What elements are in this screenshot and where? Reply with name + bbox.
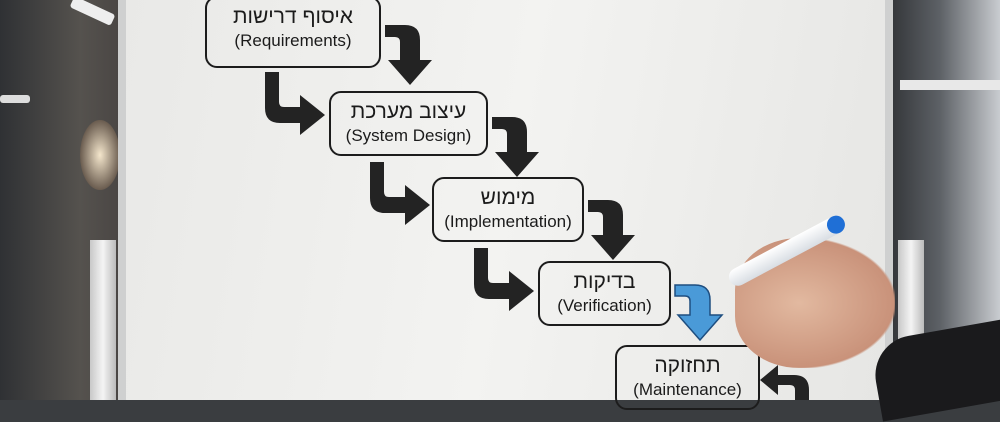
step-hebrew: איסוף דרישות [233, 5, 353, 28]
step-english: (Implementation) [444, 212, 572, 231]
highlight-arrow [674, 284, 724, 342]
arrow-down-right [385, 25, 432, 85]
step-verification: בדיקות (Verification) [538, 261, 671, 326]
arrow-return [370, 162, 430, 225]
step-english: (System Design) [345, 126, 472, 145]
step-english: (Requirements) [234, 31, 352, 50]
step-requirements: איסוף דרישות (Requirements) [205, 0, 381, 68]
step-system-design: עיצוב מערכת (System Design) [329, 91, 488, 156]
step-implementation: מימוש (Implementation) [432, 177, 584, 242]
whiteboard-stand-left [90, 240, 116, 400]
arrow-return [474, 248, 534, 311]
arrow-down-right [492, 117, 539, 177]
arrow-return [760, 365, 809, 400]
step-maintenance: תחזוקה (Maintenance) [615, 345, 760, 410]
step-hebrew: תחזוקה [654, 354, 721, 377]
step-hebrew: בדיקות [573, 270, 636, 293]
ceiling-light [0, 95, 30, 103]
arrow-down-right [588, 200, 635, 260]
ceiling-light [900, 80, 1000, 90]
step-hebrew: מימוש [480, 186, 536, 209]
wall-lamp [80, 120, 120, 190]
step-hebrew: עיצוב מערכת [350, 100, 467, 123]
flow-arrows [265, 25, 809, 400]
step-english: (Maintenance) [633, 380, 742, 399]
step-english: (Verification) [557, 296, 652, 315]
arrow-return [265, 72, 325, 135]
